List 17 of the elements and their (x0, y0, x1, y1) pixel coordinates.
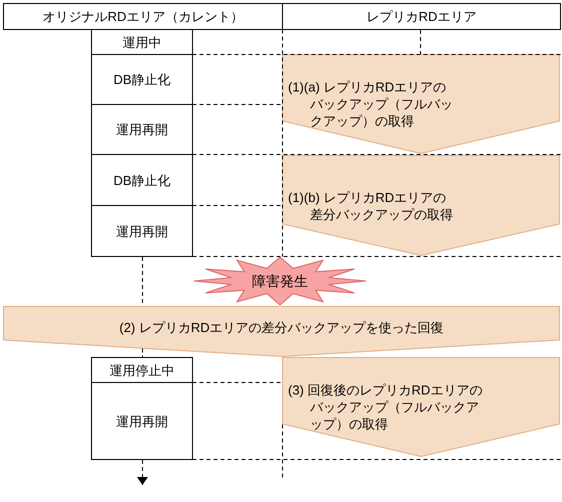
step-label: (3) 回復後のレプリカRDエリアのバックアップ（フルバックアップ）の取得 (288, 382, 484, 432)
column-header: レプリカRDエリア (282, 3, 561, 30)
dashed-connector (142, 348, 143, 358)
step-label: (1)(b) レプリカRDエリアの差分バックアップの取得 (288, 188, 454, 222)
status-box: DB静止化 (91, 154, 193, 206)
status-box: 運用停止中 (91, 357, 193, 383)
column-header: オリジナルRDエリア（カレント） (3, 3, 283, 30)
status-box: 運用中 (91, 29, 193, 55)
dashed-connector (420, 30, 421, 54)
status-box: 運用再開 (91, 382, 193, 460)
step-label: (1)(a) レプリカRDエリアのバックアップ（フルバックアップ）の取得 (288, 78, 454, 130)
alert-label: 障害発生 (252, 272, 308, 290)
arrow (137, 460, 148, 486)
status-box: 運用再開 (91, 205, 193, 257)
step-label: (2) レプリカRDエリアの差分バックアップを使った回復 (119, 319, 444, 336)
status-box: DB静止化 (91, 54, 193, 105)
status-box: 運用再開 (91, 104, 193, 155)
